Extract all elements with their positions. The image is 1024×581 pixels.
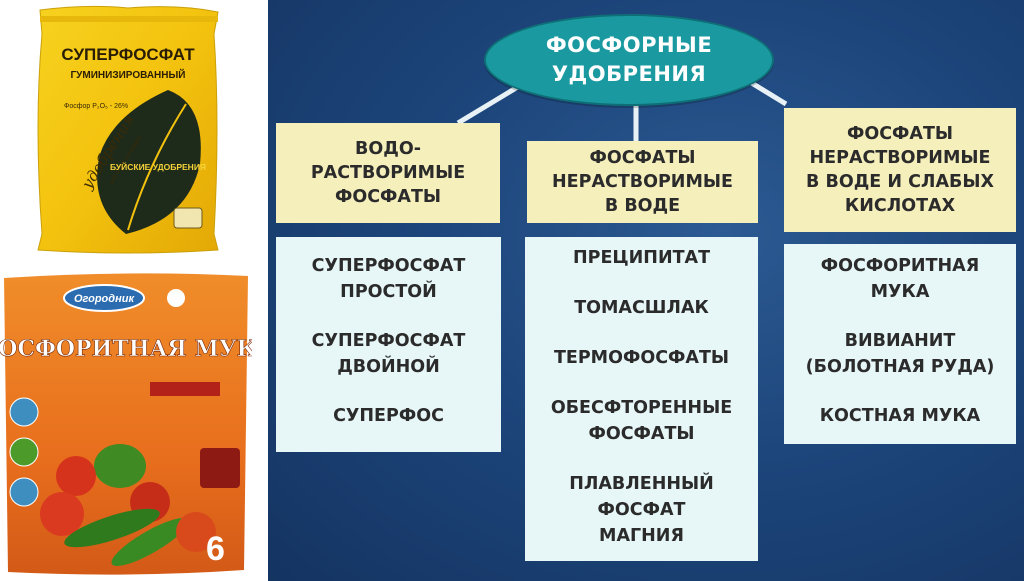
diagram-title-oval: ФОСФОРНЫЕ УДОБРЕНИЯ [484, 14, 774, 106]
list-item: ПРЕЦИПИТАТ [572, 248, 711, 268]
list-item: КОСТНАЯ МУКА [819, 406, 981, 426]
connector-lines [456, 79, 788, 141]
category-water-insoluble: ФОСФАТЫ НЕРАСТВОРИМЫЕ В ВОДЕ [527, 141, 758, 223]
list-item: ТОМАСШЛАК [574, 298, 709, 318]
bag2-weight: 6 [206, 530, 225, 568]
connector-right [748, 79, 788, 107]
superphosphate-bag-image: СУПЕРФОСФАТ ГУМИНИЗИРОВАННЫЙ Фосфор P₂O₅… [37, 5, 219, 254]
list-item: СУПЕРФОСФАТ ПРОСТОЙ [311, 256, 466, 302]
bag2-title: ФОСФОРИТНАЯ МУКА [0, 336, 252, 362]
list-item: ФОСФОРИТНАЯ МУКА [820, 256, 980, 302]
list-item: ВИВИАНИТ (БОЛОТНАЯ РУДА) [805, 331, 995, 377]
phosphorite-flour-bag-image: Огородник ФОСФОРИТНАЯ МУКА 6 [0, 273, 252, 575]
fertilizer-list-water-acid-insoluble: ФОСФОРИТНАЯ МУКА ВИВИАНИТ (БОЛОТНАЯ РУДА… [784, 244, 1016, 444]
list-item: СУПЕРФОС [333, 406, 444, 426]
bag1-brand: БУЙСКИЕ УДОБРЕНИЯ [110, 161, 206, 172]
list-item: ОБЕСФТОРЕННЫЕ ФОСФАТЫ [550, 398, 733, 444]
fertilizer-list-water-insoluble: ПРЕЦИПИТАТ ТОМАСШЛАК ТЕРМОФОСФАТЫ ОБЕСФТ… [525, 237, 758, 561]
bag1-subtitle: ГУМИНИЗИРОВАННЫЙ [71, 68, 186, 81]
bag1-content: Фосфор P₂O₅ - 26% [64, 103, 128, 110]
diagram-title: ФОСФОРНЫЕ УДОБРЕНИЯ [545, 33, 713, 86]
list-item: ТЕРМОФОСФАТЫ [553, 348, 730, 368]
fertilizer-list-water-soluble: СУПЕРФОСФАТ ПРОСТОЙ СУПЕРФОСФАТ ДВОЙНОЙ … [276, 237, 501, 452]
bag1-title: СУПЕРФОСФАТ [61, 45, 195, 64]
list-item: СУПЕРФОСФАТ ДВОЙНОЙ [311, 331, 466, 377]
category-water-soluble: ВОДО- РАСТВОРИМЫЕ ФОСФАТЫ [276, 123, 500, 223]
category-water-acid-insoluble: ФОСФАТЫ НЕРАСТВОРИМЫЕ В ВОДЕ И СЛАБЫХ КИ… [784, 108, 1016, 232]
list-item: ПЛАВЛЕННЫЙ ФОСФАТ МАГНИЯ [569, 474, 714, 546]
connector-left [456, 79, 528, 126]
bag2-brand: Огородник [74, 293, 135, 305]
